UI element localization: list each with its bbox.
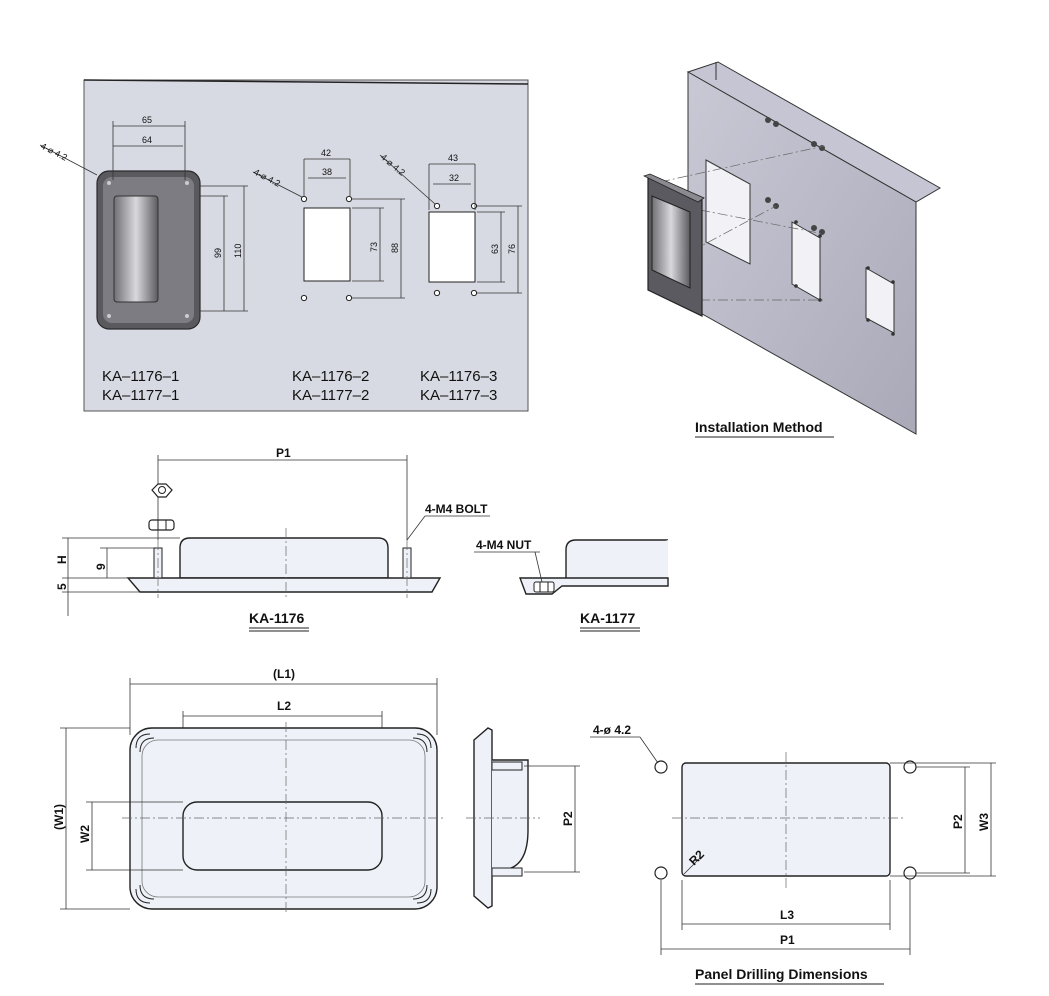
v3-cutout xyxy=(428,211,476,283)
screw-icon xyxy=(107,314,111,318)
v3-cutout-width: 32 xyxy=(449,173,459,183)
side-p1-label: P1 xyxy=(276,446,291,460)
nut-callout: 4-M4 NUT xyxy=(476,538,532,552)
side-9-label: 9 xyxy=(94,563,108,570)
hole-icon xyxy=(433,202,441,210)
v1-inner-height: 99 xyxy=(213,248,223,258)
model-code-3a: KA–1176–3 xyxy=(420,368,497,385)
installation-illustration: Installation Method xyxy=(642,61,942,438)
side-b-flange xyxy=(518,577,669,595)
catalog-panel: 65 64 4-⌀ 4.2 99 110 42 38 4-⌀ xyxy=(39,79,529,412)
front-w2-label: W2 xyxy=(78,825,92,843)
side-view-drawing: P1 H 9 5 4-M4 BOLT KA-1176 xyxy=(55,446,669,632)
installation-caption: Installation Method xyxy=(695,419,823,435)
drilling-hole-callout: 4-ø 4.2 xyxy=(593,723,631,737)
profile-p2-label: P2 xyxy=(561,811,575,826)
drilling-caption: Panel Drilling Dimensions xyxy=(695,966,868,982)
profile-bolt-bottom xyxy=(491,867,523,877)
drilling-p1-label: P1 xyxy=(780,933,795,947)
hole-icon xyxy=(470,289,478,297)
side-5-label: 5 xyxy=(55,583,69,590)
v1-hole-callout: 4-⌀ 4.2 xyxy=(39,141,69,163)
v3-hole-pitch-y: 76 xyxy=(507,244,517,254)
hole-icon xyxy=(345,195,353,203)
front-l1-label: (L1) xyxy=(273,667,295,681)
hole-icon xyxy=(300,195,308,203)
panel-drilling-drawing: 4-ø 4.2 R2 L3 P1 P2 W3 Panel Drilling Di… xyxy=(590,723,996,985)
model-code-2b: KA–1177–2 xyxy=(292,387,369,404)
v1-inner-width: 64 xyxy=(142,135,152,145)
screw-icon xyxy=(185,181,189,185)
side-h-label: H xyxy=(55,555,69,564)
nut-icon xyxy=(151,483,173,498)
front-l2-label: L2 xyxy=(277,699,291,713)
profile-bolt-top xyxy=(491,761,523,771)
side-code-a: KA-1176 xyxy=(249,610,304,626)
front-grip-opening xyxy=(182,801,383,871)
profile-flange xyxy=(473,727,493,909)
v3-hole-pitch-x: 43 xyxy=(448,153,458,163)
side-flange xyxy=(126,577,442,593)
model-code-1b: KA–1177–1 xyxy=(102,387,179,404)
drilling-l3-label: L3 xyxy=(780,908,794,922)
handle-3d-recess xyxy=(651,195,691,289)
hole-icon xyxy=(433,289,441,297)
hole-icon xyxy=(903,866,917,880)
hole-icon xyxy=(300,294,308,302)
v2-cutout-height: 73 xyxy=(369,242,379,252)
v2-hole-pitch-y: 88 xyxy=(390,243,400,253)
v2-cutout-width: 38 xyxy=(322,167,332,177)
hole-icon xyxy=(654,866,668,880)
handle-grip xyxy=(113,195,159,303)
drilling-w3-label: W3 xyxy=(977,813,991,831)
panel-top-edge xyxy=(83,79,529,85)
variant1-handle-drawing: 65 64 4-⌀ 4.2 99 110 xyxy=(39,115,248,330)
bolt-callout: 4-M4 BOLT xyxy=(425,502,488,516)
panel-cutout-1 xyxy=(705,159,751,265)
side-code-b: KA-1177 xyxy=(580,610,635,626)
handle-3d-rim xyxy=(642,173,705,203)
hole-icon xyxy=(345,294,353,302)
v2-cutout xyxy=(303,207,351,282)
hole-icon xyxy=(654,760,668,774)
v1-outer-height: 110 xyxy=(233,244,243,258)
model-code-2a: KA–1176–2 xyxy=(292,368,369,385)
side-handle-body xyxy=(179,537,389,579)
v1-outer-width: 65 xyxy=(142,115,152,125)
model-code-1a: KA–1176–1 xyxy=(102,368,179,385)
front-flange-inner xyxy=(141,739,426,898)
screw-icon xyxy=(107,181,111,185)
washer-icon xyxy=(148,519,175,531)
side-b-nut xyxy=(533,581,555,593)
drilling-p2-label: P2 xyxy=(951,814,965,829)
front-view-drawing: (L1) L2 (W1) W2 P2 xyxy=(52,667,580,914)
v2-hole-pitch-x: 42 xyxy=(321,148,331,158)
hole-icon xyxy=(470,202,478,210)
model-code-3b: KA–1177–3 xyxy=(420,387,497,404)
v3-cutout-height: 63 xyxy=(490,244,500,254)
profile-body xyxy=(492,759,529,871)
screw-icon xyxy=(185,314,189,318)
front-w1-label: (W1) xyxy=(52,804,66,830)
